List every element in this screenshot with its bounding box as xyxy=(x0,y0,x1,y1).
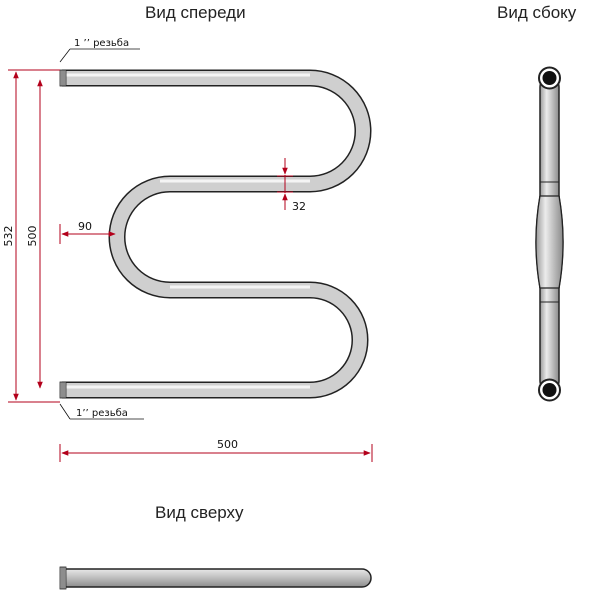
dimension-label-500-vertical: 500 xyxy=(26,226,39,247)
thread-label-top: 1 ’’ резьба xyxy=(74,38,129,49)
thread-end-bottom xyxy=(59,381,67,399)
dimension-center-height: 500 xyxy=(26,79,43,389)
side-view-end-bottom xyxy=(538,378,561,402)
dimension-label-532: 532 xyxy=(2,226,15,247)
top-view-title: Вид сверху xyxy=(155,503,244,522)
dimension-label-500-horizontal: 500 xyxy=(217,438,238,451)
dimension-label-90: 90 xyxy=(78,220,92,233)
front-view-tube xyxy=(59,69,372,399)
side-view-tube xyxy=(535,66,564,402)
thread-annotation-top: 1 ’’ резьба xyxy=(59,38,140,63)
front-view-title: Вид спереди xyxy=(145,3,246,22)
top-view-thread-end xyxy=(59,566,67,590)
dimension-width: 500 xyxy=(59,438,373,462)
thread-end-top xyxy=(59,69,67,87)
dimension-label-32: 32 xyxy=(292,200,306,213)
thread-label-bottom: 1’’ резьба xyxy=(76,408,128,419)
dimension-bend-offset: 90 xyxy=(59,220,116,244)
side-view-end-top xyxy=(538,66,561,90)
top-view-tube xyxy=(59,566,372,590)
side-view-title: Вид сбоку xyxy=(497,3,577,22)
thread-annotation-bottom: 1’’ резьба xyxy=(59,403,144,420)
dimension-tube-diameter: 32 xyxy=(277,158,306,213)
dimension-total-height: 532 xyxy=(2,69,60,403)
